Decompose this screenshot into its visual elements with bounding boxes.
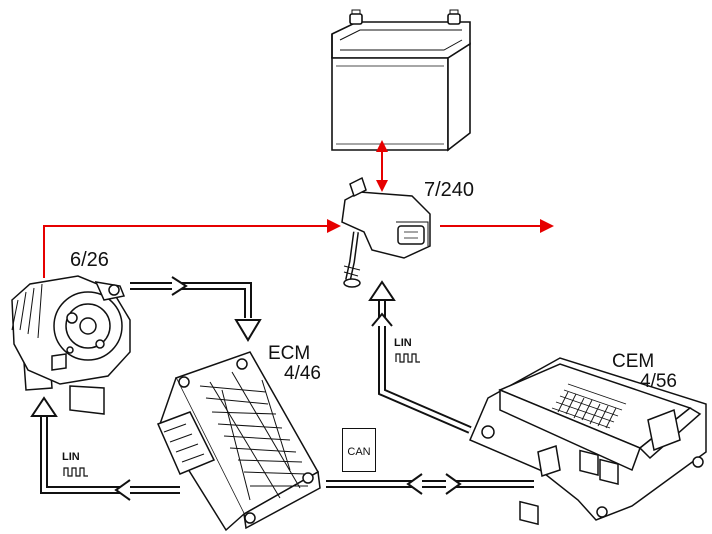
can-badge-box: CAN (342, 428, 376, 472)
ecm-unit (156, 351, 321, 532)
lin-pulse-icon-right (395, 353, 420, 363)
cem-unit (469, 357, 707, 526)
lin-badge-left: LIN (62, 451, 80, 463)
can-badge-label: CAN (347, 446, 371, 458)
lin-line-alternator-ecm (30, 396, 180, 501)
cem-code-label: 4/56 (640, 371, 677, 392)
alternator (11, 275, 131, 415)
can-line-ecm-cem (326, 473, 534, 495)
lin-badge-right: LIN (394, 337, 412, 349)
ecm-name-label: ECM (268, 343, 311, 364)
power-line-alternator-to-sensor (43, 219, 341, 278)
battery-sensor (341, 176, 431, 288)
battery (331, 9, 471, 152)
cem-name-label: CEM (612, 351, 655, 372)
signal-line-alternator-to-ecm (130, 276, 262, 342)
lin-line-sensor-cem (368, 280, 472, 434)
lin-pulse-icon-left (63, 467, 88, 477)
power-line-sensor-out (440, 219, 554, 233)
sensor-label: 7/240 (424, 179, 475, 201)
ecm-code-label: 4/46 (284, 363, 321, 384)
battery-sensor-power-link (376, 140, 388, 192)
alternator-label: 6/26 (70, 249, 109, 271)
